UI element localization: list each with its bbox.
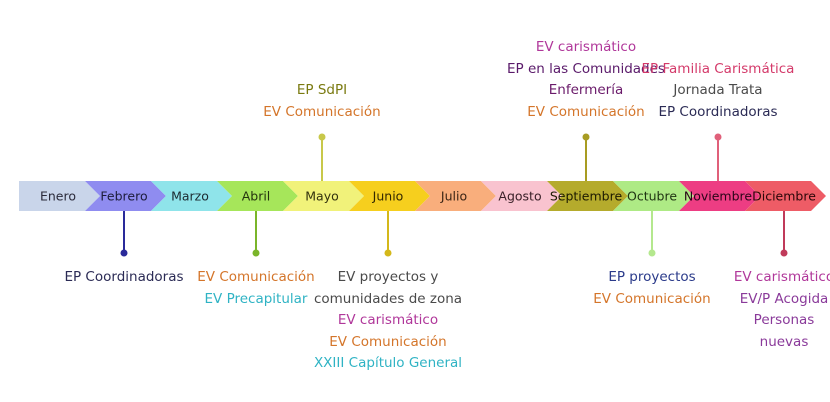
- month-label-julio: Julio: [440, 189, 467, 204]
- event-block-junio: EV proyectos y comunidades de zona EV cari…: [288, 267, 488, 375]
- event-text-abril-2: EV Precapitular: [204, 290, 308, 307]
- event-text-junio-2: comunidades de zona: [313, 290, 463, 307]
- month-chevron-agosto: [481, 181, 562, 211]
- connector-dot-abril: [252, 249, 260, 257]
- event-text-noviembre-1: EP Familia Carismática: [641, 60, 795, 77]
- month-label-mayo: Mayo: [305, 189, 339, 204]
- event-text-junio-4: EV Comunicación: [329, 333, 447, 350]
- month-chevron-abril: [217, 181, 298, 211]
- month-label-diciembre: Diciembre: [752, 189, 816, 204]
- event-text-noviembre-3: EP Coordinadoras: [658, 103, 778, 120]
- event-text-septiembre-3: Enfermería: [548, 82, 624, 98]
- event-text-octubre-1: EP proyectos: [608, 269, 696, 285]
- connector-dot-diciembre: [780, 249, 788, 257]
- connector-dot-septiembre: [582, 133, 590, 141]
- event-block-octubre: EP proyectos EV Comunicación: [552, 267, 752, 310]
- month-chevron-febrero: [85, 181, 166, 211]
- month-label-septiembre: Septiembre: [550, 189, 623, 204]
- event-text-abril-1: EV Comunicación: [197, 269, 315, 285]
- month-chevron-enero: [19, 181, 100, 211]
- month-chevron-octubre: [613, 181, 694, 211]
- month-chevron-noviembre: [679, 181, 760, 211]
- event-text-junio-5: XXIII Capítulo General: [313, 355, 463, 371]
- month-chevrons: Enero Febrero Marzo Abril Mayo Junio Julio Agos…: [19, 181, 826, 211]
- event-block-abril: EV Comunicación EV Precapitular: [156, 267, 356, 310]
- month-label-enero: Enero: [40, 189, 76, 204]
- event-text-diciembre-2: EV/P Acogida: [739, 290, 829, 307]
- month-label-marzo: Marzo: [171, 189, 209, 204]
- connector-dot-junio: [384, 249, 392, 257]
- connector-dot-noviembre: [714, 133, 722, 141]
- event-text-febrero-1: EP Coordinadoras: [64, 269, 184, 285]
- event-text-mayo-2: EV Comunicación: [263, 103, 381, 120]
- month-chevron-marzo: [151, 181, 232, 211]
- month-chevron-junio: [349, 181, 430, 211]
- event-text-septiembre-2: EP en las Comunidades: [507, 60, 665, 77]
- event-text-septiembre-1: EV carismático: [535, 39, 637, 55]
- month-label-abril: Abril: [242, 189, 271, 204]
- month-chevron-diciembre: [745, 181, 826, 211]
- month-label-junio: Junio: [372, 189, 404, 204]
- month-label-noviembre: Noviembre: [684, 189, 753, 204]
- event-text-mayo-1: EP SdPI: [296, 82, 348, 98]
- connector-dot-octubre: [648, 249, 656, 257]
- event-connectors: [120, 133, 788, 257]
- month-label-agosto: Agosto: [498, 189, 541, 204]
- event-text-noviembre-2: Jornada Trata: [673, 82, 763, 98]
- month-label-febrero: Febrero: [100, 189, 147, 204]
- event-block-mayo: EP SdPI EV Comunicación: [222, 80, 422, 123]
- month-chevron-julio: [415, 181, 496, 211]
- event-text-junio-1: EV proyectos y: [337, 269, 439, 285]
- event-text-diciembre-4: nuevas: [759, 333, 809, 350]
- event-text-septiembre-4: EV Comunicación: [527, 103, 645, 120]
- month-label-octubre: Octubre: [627, 189, 677, 204]
- event-text-junio-3: EV carismático: [337, 312, 439, 328]
- month-chevron-septiembre: [547, 181, 628, 211]
- event-block-febrero: EP Coordinadoras: [24, 267, 224, 289]
- month-chevron-mayo: [283, 181, 364, 211]
- event-text-diciembre-3: Personas: [753, 312, 815, 328]
- connector-dot-febrero: [120, 249, 128, 257]
- connector-dot-mayo: [318, 133, 326, 141]
- event-text-diciembre-1: EV carismático: [733, 269, 830, 285]
- event-text-octubre-2: EV Comunicación: [593, 290, 711, 307]
